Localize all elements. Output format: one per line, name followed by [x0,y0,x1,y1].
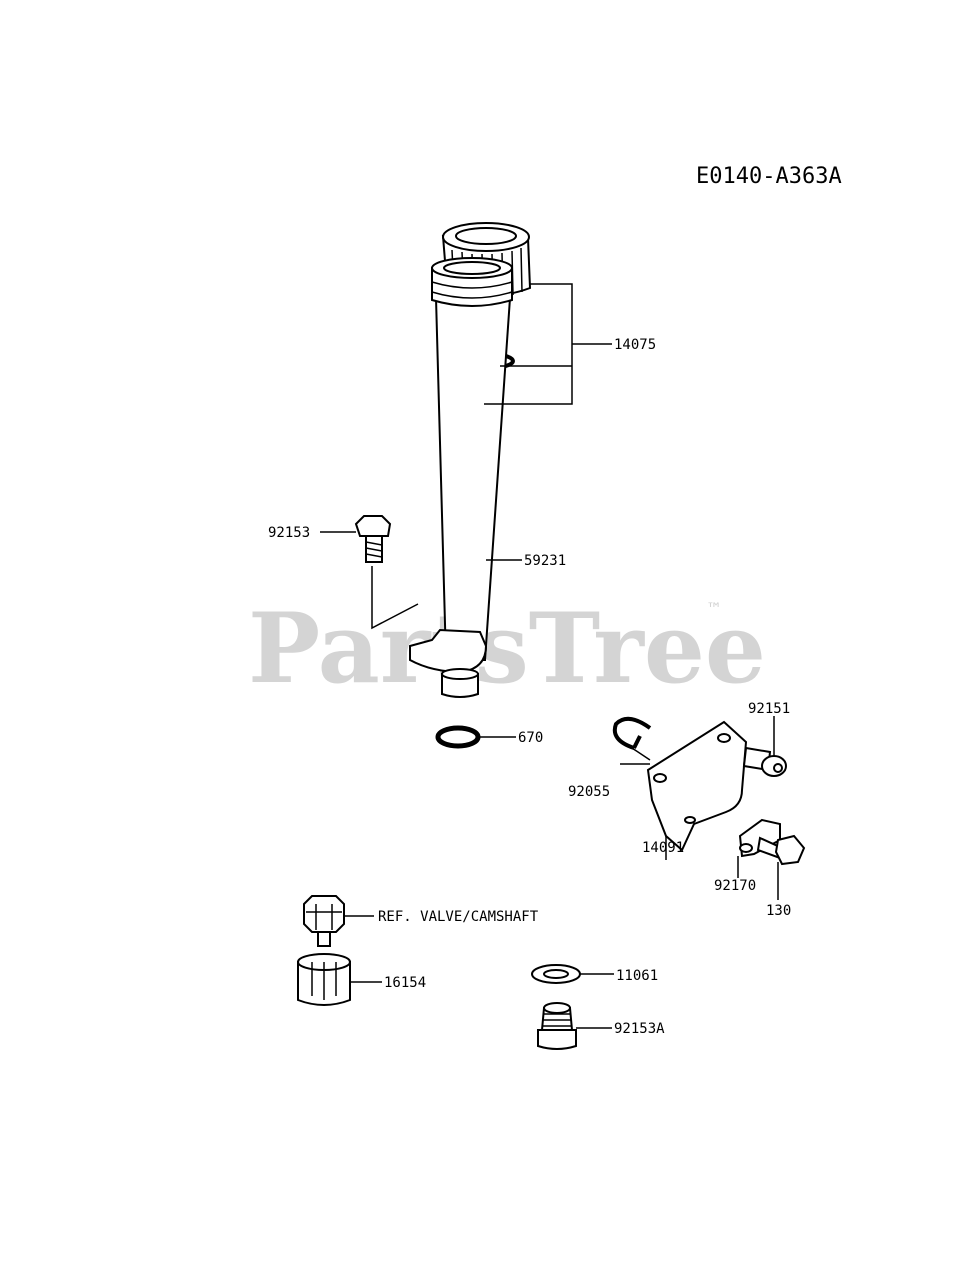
washer-11061[interactable] [531,964,581,984]
clip-92055[interactable] [612,716,652,750]
filler-tube-59231[interactable] [409,257,513,698]
label-92153a: 92153A [614,1021,665,1037]
bolt-92153[interactable] [354,515,392,563]
o-ring-670[interactable] [435,725,481,749]
label-92153: 92153 [268,525,310,541]
plug-92153a[interactable] [537,1002,577,1050]
watermark: PartsTree [248,592,766,705]
label-59231: 59231 [524,553,566,569]
leader-92055 [620,747,651,765]
watermark-trademark: ™ [706,599,722,618]
label-14075: 14075 [614,337,656,353]
bracket-14091[interactable] [646,720,748,852]
bolt-130[interactable] [756,834,806,866]
label-92055: 92055 [568,784,610,800]
label-92151: 92151 [748,701,790,717]
label-92170: 92170 [714,878,756,894]
label-14091: 14091 [642,840,684,856]
bolt-92151[interactable] [742,746,787,777]
bolt-leader-line [371,566,419,630]
label-11061: 11061 [616,968,658,984]
gear-ref-valve-camshaft [303,895,345,947]
label-130: 130 [766,903,791,919]
label-16154: 16154 [384,975,426,991]
label-670: 670 [518,730,543,746]
gear-16154[interactable] [297,953,351,1006]
diagram-code: E0140-A363A [696,164,842,189]
leader-14075 [484,283,612,405]
label-ref-valve-camshaft: REF. VALVE/CAMSHAFT [378,909,539,925]
